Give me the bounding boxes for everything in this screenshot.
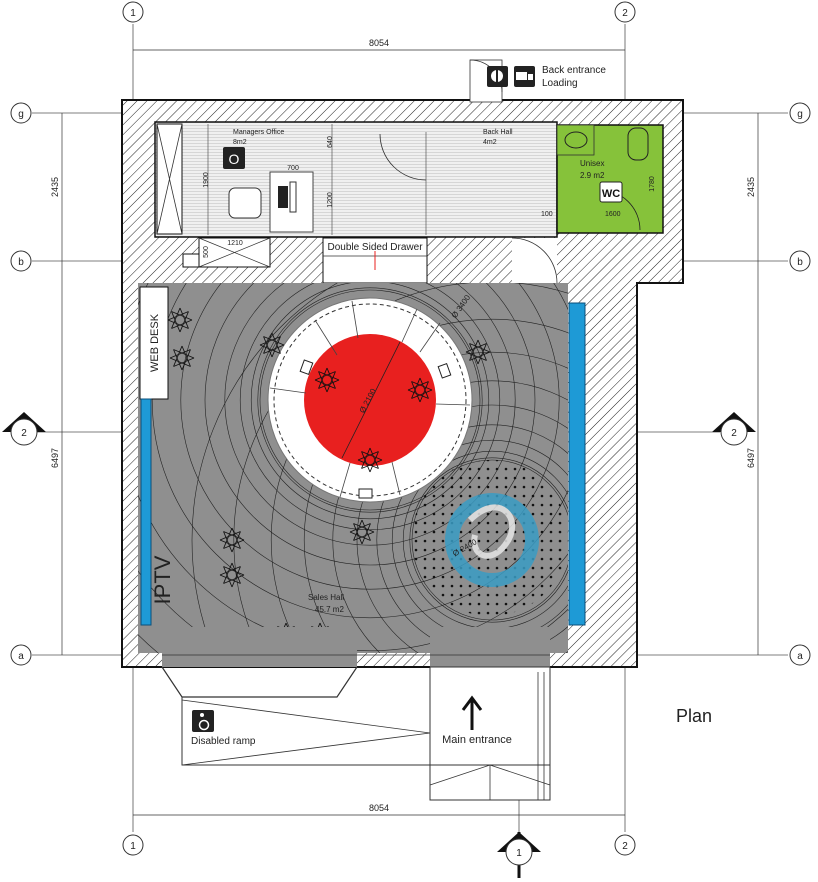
back-hall-label: Back Hall xyxy=(483,129,513,136)
grid-bubble-g-left: g xyxy=(10,102,32,124)
chair-icon xyxy=(259,332,285,358)
computer-icon xyxy=(278,186,288,208)
main-entrance-label: Main entrance xyxy=(442,734,512,746)
iptv-screen-left xyxy=(140,398,152,626)
svg-text:O: O xyxy=(229,151,240,167)
managers-office-label: Managers Office xyxy=(233,129,284,136)
back-hall-door-swing xyxy=(379,133,427,181)
dimension-lines xyxy=(61,49,759,816)
chair-icon xyxy=(219,527,245,553)
dim-100: 100 xyxy=(541,211,553,218)
office-badge xyxy=(223,147,245,169)
entrance-arrow-icon xyxy=(461,695,483,730)
grid-bubble-g-right: g xyxy=(789,102,811,124)
company-logo-floor-graphic xyxy=(445,493,539,587)
grid-bubble-b-right: b xyxy=(789,250,811,272)
grid-bubble-a-right: a xyxy=(789,644,811,666)
svg-text:a: a xyxy=(797,651,803,662)
grid-bubble-2-top: 2 xyxy=(614,1,636,23)
managers-office-area: 8m2 xyxy=(233,139,247,146)
unisex-label: Unisex xyxy=(580,159,604,168)
dim-left-upper: 2435 xyxy=(50,177,60,197)
chair-icon xyxy=(357,447,383,473)
section-marker-bottom: 1 xyxy=(497,832,541,878)
svg-text:1: 1 xyxy=(516,848,522,859)
dim-1210: 1210 xyxy=(227,240,243,247)
svg-text:2: 2 xyxy=(21,428,27,439)
grid-bubble-a-left: a xyxy=(10,644,32,666)
chair-icon xyxy=(465,339,491,365)
dim-1200: 1200 xyxy=(327,192,334,208)
ring-dividers xyxy=(269,300,471,498)
chair-icon xyxy=(219,562,245,588)
web-desk xyxy=(139,286,169,400)
svg-text:2: 2 xyxy=(622,841,628,852)
sales-hall-label: Sales Hall xyxy=(308,593,344,602)
red-round-table xyxy=(304,334,436,466)
iptv-label: IPTV xyxy=(150,555,175,604)
office-chair-icon xyxy=(228,187,262,219)
dim-1900: 1900 xyxy=(203,172,210,188)
grid-bubble-1-bottom: 1 xyxy=(122,834,144,856)
plan-title: Plan xyxy=(676,706,712,726)
grid-bubble-2-bottom: 2 xyxy=(614,834,636,856)
chair-icon xyxy=(169,345,195,371)
section-marker-right: 2 xyxy=(712,412,756,446)
disabled-ramp xyxy=(181,667,431,766)
svg-text:1: 1 xyxy=(130,8,136,19)
wc-badge xyxy=(599,181,623,203)
sink xyxy=(556,124,595,156)
screen-right xyxy=(568,302,586,626)
disabled-ramp-label: Disabled ramp xyxy=(191,736,256,747)
dim-1600: 1600 xyxy=(605,211,621,218)
chair-icon xyxy=(314,367,340,393)
web-desk-label: WEB DESK xyxy=(149,313,161,372)
svg-text:b: b xyxy=(18,257,24,268)
grid-bubble-b-left: b xyxy=(10,250,32,272)
dim-640: 640 xyxy=(327,136,334,148)
dim-right-lower: 6497 xyxy=(746,448,756,468)
toilet-icon xyxy=(627,127,649,161)
svg-text:WC: WC xyxy=(602,188,620,200)
dim-top-width: 8054 xyxy=(369,38,389,48)
display-stand xyxy=(299,359,314,375)
ramp-landing xyxy=(161,666,358,698)
double-sided-drawer-label: Double Sided Drawer xyxy=(327,242,423,253)
svg-text:g: g xyxy=(797,109,803,120)
hall-door-swing xyxy=(511,237,558,284)
display-stand xyxy=(437,363,452,379)
main-entrance-opening xyxy=(430,627,550,667)
back-hall-area: 4m2 xyxy=(483,139,497,146)
svg-text:2: 2 xyxy=(731,428,737,439)
svg-text:a: a xyxy=(18,651,24,662)
chair-icon xyxy=(349,519,375,545)
dim-700: 700 xyxy=(287,165,299,172)
dim-500: 500 xyxy=(203,246,210,258)
dim-1780: 1780 xyxy=(649,176,656,192)
unisex-area: 2.9 m2 xyxy=(580,171,605,180)
dim-left-lower: 6497 xyxy=(50,448,60,468)
grid-bubble-1-top: 1 xyxy=(122,1,144,23)
svg-text:g: g xyxy=(18,109,24,120)
managers-office-and-back-hall xyxy=(154,121,558,238)
chair-icon xyxy=(167,307,193,333)
dim-bottom-width: 8054 xyxy=(369,803,389,813)
sink-basin-icon xyxy=(564,131,588,149)
ramp-opening xyxy=(162,627,357,667)
floor-pattern-arcs xyxy=(138,283,568,653)
display-stand xyxy=(358,488,373,499)
dim-right-upper: 2435 xyxy=(746,177,756,197)
svg-text:1: 1 xyxy=(130,841,136,852)
section-marker-left: 2 xyxy=(2,412,46,446)
chair-icon xyxy=(407,377,433,403)
svg-text:2: 2 xyxy=(622,8,628,19)
loading-label: Loading xyxy=(542,78,578,89)
sales-hall-area: 45.7 m2 xyxy=(315,605,344,614)
back-entrance-label: Back entrance xyxy=(542,65,606,76)
svg-text:b: b xyxy=(797,257,803,268)
